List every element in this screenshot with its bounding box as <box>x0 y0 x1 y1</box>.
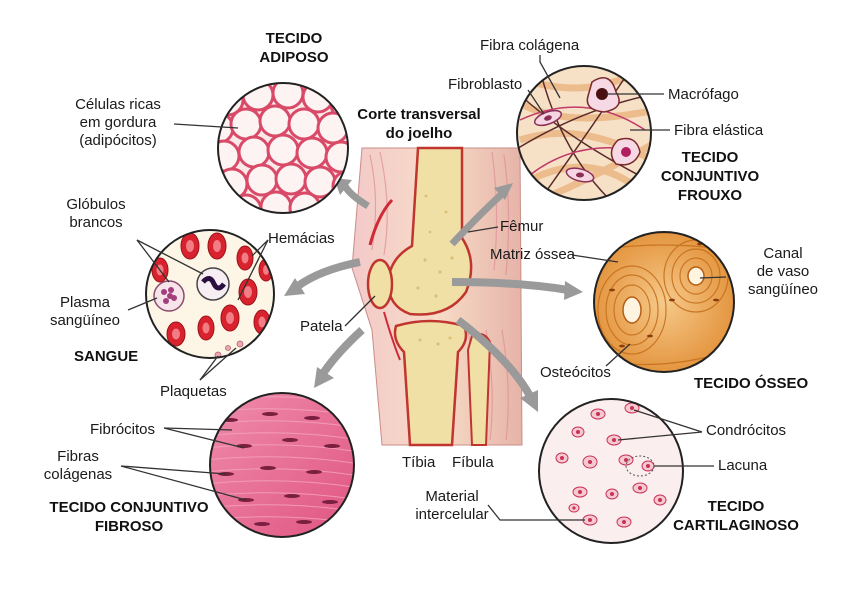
adipocytes-label-line2: em gordura <box>79 114 157 131</box>
tissue-arrows <box>284 178 583 412</box>
collagen-fibers-line2: colágenas <box>43 466 113 483</box>
canal-line2: de vaso <box>756 263 810 280</box>
loose-title-line2: CONJUNTIVO <box>660 168 760 185</box>
collagen-fiber-label: Fibra colágena <box>480 37 580 54</box>
bone-title: TECIDO ÓSSEO <box>694 375 809 392</box>
bone-matrix-label: Matriz óssea <box>490 246 576 263</box>
elastic-fiber-label: Fibra elástica <box>674 122 764 139</box>
platelets-label: Plaquetas <box>160 383 227 400</box>
knee-section-title: Corte transversal do joelho <box>354 105 484 143</box>
adipocytes-label-line3: (adipócitos) <box>79 132 157 149</box>
patella-label: Patela <box>300 318 343 335</box>
knee-cross-section <box>351 146 523 447</box>
bone-tissue-circle <box>593 231 735 373</box>
collagen-fibers-label: Fibras colágenas <box>36 448 120 484</box>
plasma-label: Plasma sangüíneo <box>40 294 130 330</box>
macrophage-label: Macrófago <box>668 86 739 103</box>
leader-lines <box>120 55 727 521</box>
cartilage-tissue-circle <box>538 398 684 544</box>
chondrocytes-label: Condrócitos <box>706 422 787 439</box>
fibula-label: Fíbula <box>452 454 494 471</box>
adipose-title-line2: ADIPOSO <box>259 49 329 66</box>
material-line2: intercelular <box>415 506 489 523</box>
collagen-fibers-line1: Fibras <box>57 448 99 465</box>
adipose-tissue-circle <box>217 82 349 214</box>
blood-canal-label: Canal de vaso sangüíneo <box>728 245 838 299</box>
femur-label: Fêmur <box>500 218 544 235</box>
white-cells-label: Glóbulos brancos <box>56 196 136 232</box>
loose-title-line3: FROUXO <box>677 187 743 204</box>
intercellular-material-label: Material intercelular <box>404 488 500 524</box>
tibia-label: Tíbia <box>402 454 436 471</box>
lacuna-label: Lacuna <box>718 457 768 474</box>
cartilage-title-line2: CARTILAGINOSO <box>673 517 799 534</box>
canal-line1: Canal <box>763 245 803 262</box>
cartilage-title-line1: TECIDO <box>707 498 765 515</box>
white-cells-line1: Glóbulos <box>66 196 126 213</box>
loose-connective-tissue-circle <box>516 65 652 201</box>
plasma-line1: Plasma <box>59 294 111 311</box>
loose-title-line1: TECIDO <box>681 149 739 166</box>
osteocytes-label: Osteócitos <box>540 364 611 381</box>
white-cells-line2: brancos <box>69 214 123 231</box>
cartilage-title: TECIDO CARTILAGINOSO <box>666 497 806 535</box>
adipocytes-label-line1: Células ricas <box>75 96 161 113</box>
adipose-title: TECIDO ADIPOSO <box>254 29 334 67</box>
red-cells-label: Hemácias <box>268 230 335 247</box>
loose-connective-title: TECIDO CONJUNTIVO FROUXO <box>650 148 770 205</box>
knee-title-line1: Corte transversal <box>357 106 481 123</box>
fibrous-title-line1: TECIDO CONJUNTIVO <box>49 499 209 516</box>
plasma-line2: sangüíneo <box>49 312 121 329</box>
fibroblast-label: Fibroblasto <box>448 76 523 93</box>
fibrocytes-label: Fibrócitos <box>90 421 156 438</box>
adipose-title-line1: TECIDO <box>265 30 323 47</box>
knee-title-line2: do joelho <box>385 125 453 142</box>
fibrous-connective-title: TECIDO CONJUNTIVO FIBROSO <box>22 498 236 536</box>
adipocytes-label: Células ricas em gordura (adipócitos) <box>60 96 176 150</box>
material-line1: Material <box>425 488 479 505</box>
canal-line3: sangüíneo <box>747 281 819 298</box>
fibrous-title-line2: FIBROSO <box>94 518 164 535</box>
blood-tissue-circle <box>145 229 275 359</box>
blood-title: SANGUE <box>74 348 139 365</box>
